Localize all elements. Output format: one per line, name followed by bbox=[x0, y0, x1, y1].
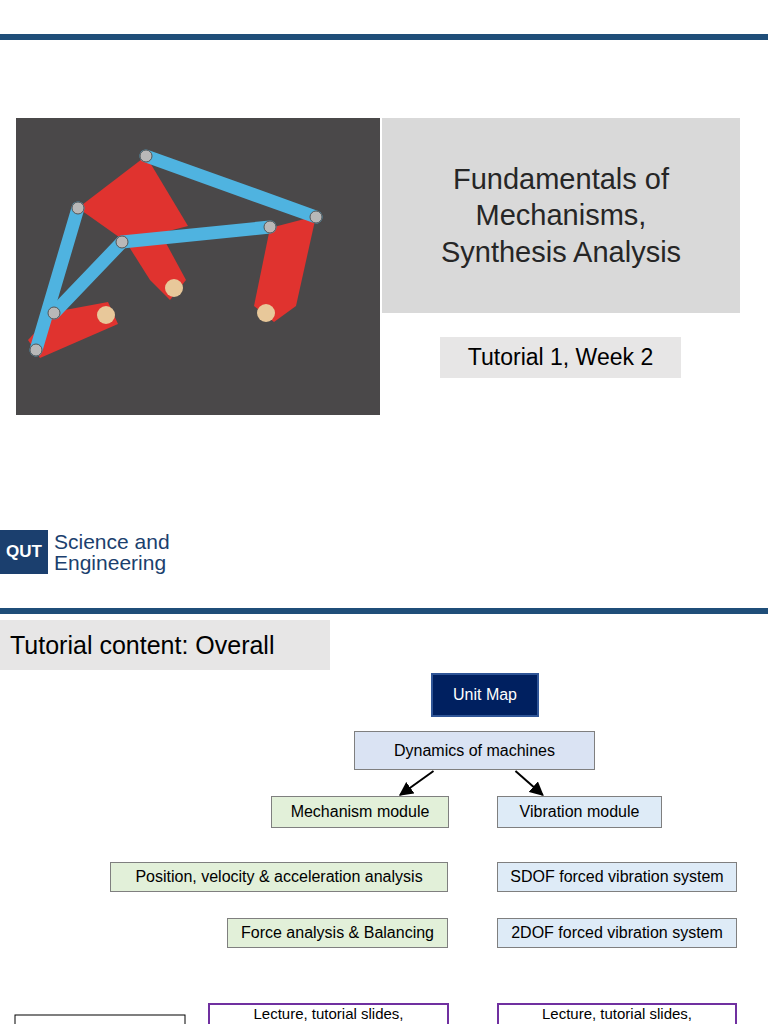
node-text: Force analysis & Balancing bbox=[241, 924, 434, 942]
node-text: Unit Map bbox=[453, 686, 517, 704]
title-box: Fundamentals of Mechanisms, Synthesis An… bbox=[382, 118, 740, 313]
logo-mark: QUT bbox=[0, 530, 48, 574]
node-text: Lecture, tutorial slides, bbox=[253, 1006, 403, 1022]
node-text: 2DOF forced vibration system bbox=[511, 924, 723, 942]
header-rule bbox=[0, 34, 768, 40]
header-rule bbox=[0, 608, 768, 614]
logo-text: Science and Engineering bbox=[54, 531, 204, 573]
node-text: Dynamics of machines bbox=[394, 742, 555, 760]
cut-off-box bbox=[15, 1015, 185, 1024]
subtitle-box: Tutorial 1, Week 2 bbox=[440, 337, 681, 378]
resource-box: Lecture, tutorial slides, bbox=[208, 1003, 449, 1024]
node-text: QUT bbox=[6, 542, 42, 562]
node-text: Fundamentals of Mechanisms, Synthesis An… bbox=[412, 161, 710, 270]
arrow-connector bbox=[515, 771, 542, 795]
node-text: Position, velocity & acceleration analys… bbox=[135, 868, 422, 886]
section-heading: Tutorial content: Overall bbox=[0, 620, 330, 670]
root-box: Unit Map bbox=[431, 673, 539, 717]
topic-box: Dynamics of machines bbox=[354, 731, 595, 770]
node-text: SDOF forced vibration system bbox=[510, 868, 723, 886]
arrow-connector bbox=[400, 771, 433, 795]
topic-box: Force analysis & Balancing bbox=[227, 918, 448, 948]
linkage-illustration bbox=[16, 118, 380, 415]
topic-box: 2DOF forced vibration system bbox=[497, 918, 737, 948]
node-text: Mechanism module bbox=[291, 803, 430, 821]
node-text: Lecture, tutorial slides, bbox=[542, 1006, 692, 1022]
topic-box: Position, velocity & acceleration analys… bbox=[110, 862, 448, 892]
node-text: Vibration module bbox=[520, 803, 640, 821]
module-box: Mechanism module bbox=[271, 796, 449, 828]
resource-box: Lecture, tutorial slides, bbox=[497, 1003, 737, 1024]
node-text: Tutorial 1, Week 2 bbox=[468, 344, 653, 371]
node-text: Tutorial content: Overall bbox=[10, 631, 274, 660]
topic-box: SDOF forced vibration system bbox=[497, 862, 737, 892]
module-box: Vibration module bbox=[497, 796, 662, 828]
